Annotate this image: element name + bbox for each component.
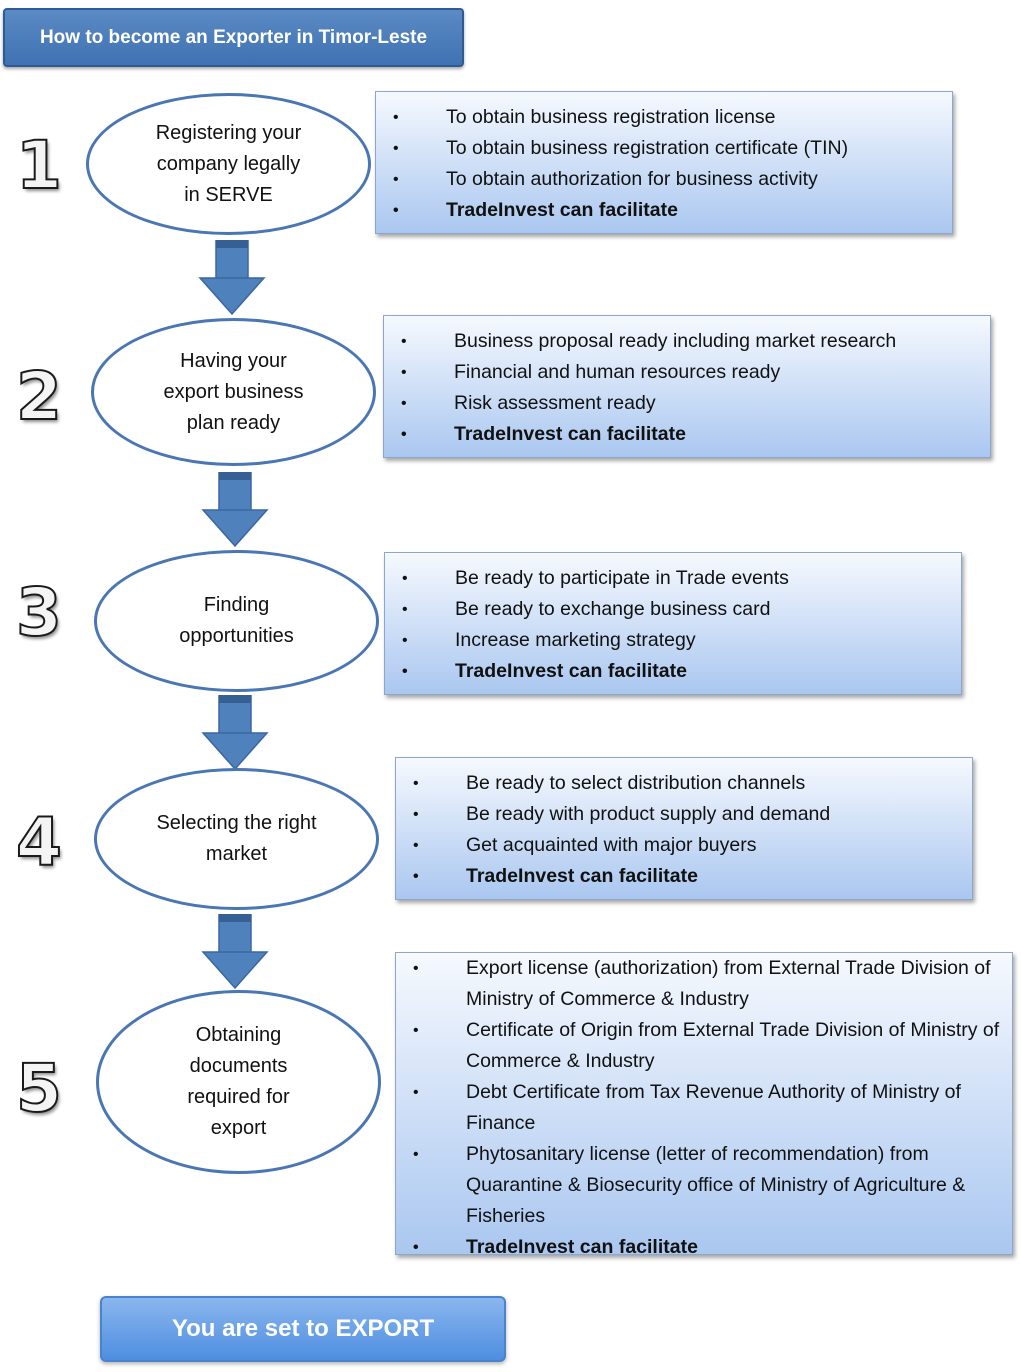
title-banner: How to become an Exporter in Timor-Leste <box>3 8 464 67</box>
bullet-icon: • <box>393 171 399 188</box>
step-4-item: •Be ready to select distribution channel… <box>406 768 962 799</box>
bullet-icon: • <box>402 632 408 649</box>
final-banner: You are set to EXPORT <box>100 1296 506 1362</box>
bullet-icon: • <box>393 140 399 157</box>
bullet-icon: • <box>413 1239 419 1256</box>
step-1-item: •To obtain business registration license <box>386 102 942 133</box>
step-2-facilitate: •TradeInvest can facilitate <box>394 419 980 450</box>
bullet-icon: • <box>401 333 407 350</box>
step-3-info-box: •Be ready to participate in Trade events… <box>384 552 962 695</box>
step-number-4: 4 <box>15 804 63 881</box>
step-5-info-box: •Export license (authorization) from Ext… <box>395 952 1013 1258</box>
step-3-ellipse: Finding opportunities <box>94 550 379 692</box>
bullet-icon: • <box>413 806 419 823</box>
step-3-label: Finding opportunities <box>179 594 294 647</box>
step-number-5: 5 <box>15 1050 63 1127</box>
bullet-icon: • <box>413 868 419 885</box>
bullet-icon: • <box>401 364 407 381</box>
step-number-2: 2 <box>15 358 63 435</box>
bullet-icon: • <box>393 202 399 219</box>
step-5-item: •Certificate of Origin from External Tra… <box>406 1015 1002 1077</box>
step-1-ellipse: Registering your company legally in SERV… <box>86 93 371 235</box>
step-2-ellipse: Having your export business plan ready <box>91 318 376 466</box>
step-3-item: •Be ready to exchange business card <box>395 594 951 625</box>
bullet-icon: • <box>402 663 408 680</box>
bullet-icon: • <box>402 601 408 618</box>
step-5-item: •Phytosanitary license (letter of recomm… <box>406 1139 1002 1232</box>
bullet-icon: • <box>401 426 407 443</box>
step-1-label: Registering your company legally in SERV… <box>155 121 302 206</box>
down-arrow-icon <box>201 695 269 771</box>
step-4-item: •Be ready with product supply and demand <box>406 799 962 830</box>
step-2-item: •Risk assessment ready <box>394 388 980 419</box>
final-banner-label: You are set to EXPORT <box>171 1315 435 1342</box>
down-arrow-icon <box>201 472 269 548</box>
down-arrow-icon <box>201 914 269 990</box>
step-5-label: Obtaining documents required for export <box>187 1024 290 1139</box>
step-4-facilitate: •TradeInvest can facilitate <box>406 861 962 892</box>
step-4-label: Selecting the right market <box>156 812 317 865</box>
step-5-facilitate: •TradeInvest can facilitate <box>406 1232 1002 1263</box>
step-1-info-box: •To obtain business registration license… <box>375 91 953 234</box>
step-4-item: •Get acquainted with major buyers <box>406 830 962 861</box>
step-2-item: •Business proposal ready including marke… <box>394 326 980 357</box>
bullet-icon: • <box>413 1022 419 1039</box>
step-3-facilitate: •TradeInvest can facilitate <box>395 656 951 687</box>
step-3-item: •Be ready to participate in Trade events <box>395 563 951 594</box>
step-3-item: •Increase marketing strategy <box>395 625 951 656</box>
down-arrow-icon <box>198 240 266 316</box>
bullet-icon: • <box>402 570 408 587</box>
step-2-item: •Financial and human resources ready <box>394 357 980 388</box>
step-1-facilitate: •TradeInvest can facilitate <box>386 195 942 226</box>
step-5-item: •Debt Certificate from Tax Revenue Autho… <box>406 1077 1002 1139</box>
bullet-icon: • <box>413 1084 419 1101</box>
bullet-icon: • <box>413 837 419 854</box>
step-5-ellipse: Obtaining documents required for export <box>96 990 381 1174</box>
bullet-icon: • <box>413 775 419 792</box>
step-2-label: Having your export business plan ready <box>163 349 304 434</box>
step-1-item: •To obtain business registration certifi… <box>386 133 942 164</box>
bullet-icon: • <box>393 109 399 126</box>
step-number-1: 1 <box>15 127 63 204</box>
step-4-ellipse: Selecting the right market <box>94 768 379 910</box>
step-4-info-box: •Be ready to select distribution channel… <box>395 757 973 900</box>
bullet-icon: • <box>413 1146 419 1163</box>
bullet-icon: • <box>401 395 407 412</box>
step-number-3: 3 <box>15 574 63 651</box>
step-5-item: •Export license (authorization) from Ext… <box>406 953 1002 1015</box>
bullet-icon: • <box>413 960 419 977</box>
step-1-item: •To obtain authorization for business ac… <box>386 164 942 195</box>
page-title: How to become an Exporter in Timor-Leste <box>39 26 428 48</box>
step-2-info-box: •Business proposal ready including marke… <box>383 315 991 458</box>
